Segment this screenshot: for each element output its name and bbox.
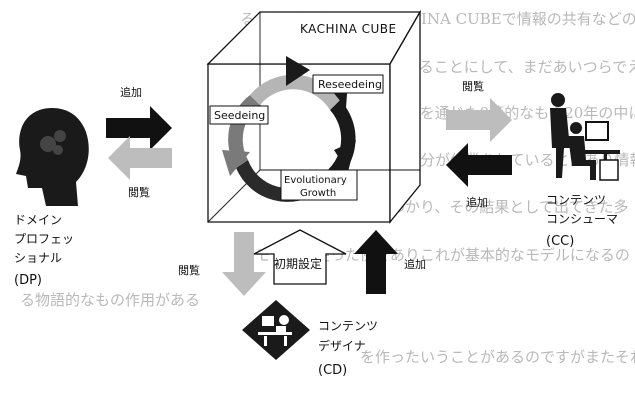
domain-professional-head-icon: [16, 108, 89, 206]
cube-title: KACHINA CUBE: [300, 22, 397, 36]
seeding-box: [209, 105, 269, 125]
cd-view-label: 閲覧: [178, 263, 200, 277]
cd-view-arrow: [222, 232, 266, 296]
dp-name-line1: ドメイン: [14, 213, 62, 227]
cycle-arrowhead-top: [286, 56, 310, 86]
cd-name-line2: デザイナ: [318, 338, 366, 353]
cd-init-arrow: [253, 229, 347, 285]
cc-name-line2: コンシューマ: [546, 212, 618, 226]
cycle-arrowhead-right: [334, 140, 356, 172]
bg-line: を作ったいうことがあるのですがまたそれに関してこのよう: [360, 348, 635, 366]
seeding-label: Seedeing: [214, 109, 265, 122]
cc-view-label: 閲覧: [462, 79, 484, 93]
reseeding-box: [312, 74, 384, 94]
cc-view-arrow: [446, 98, 512, 142]
dp-view-label: 閲覧: [128, 185, 150, 199]
cd-add-label: 追加: [404, 257, 426, 271]
cc-abbr: (CC): [546, 234, 574, 249]
dp-view-arrow: [108, 136, 172, 180]
reseeding-label: Reseedeing: [318, 78, 382, 91]
cd-abbr: (CD): [318, 363, 347, 378]
dp-add-label: 追加: [120, 85, 142, 99]
dp-add-arrow: [106, 106, 172, 150]
cycle-arrowhead-left: [222, 150, 250, 176]
cd-add-arrow: [354, 230, 398, 294]
growth-box: [280, 169, 358, 201]
growth-label-line2: Growth: [300, 188, 336, 199]
cd-name-line1: コンテンツ: [318, 319, 378, 333]
growth-label-line1: Evolutionary: [284, 175, 347, 186]
evolution-cycle: [209, 56, 384, 202]
bg-line: る物語的なもの作用がある: [20, 291, 200, 309]
dp-name-line2: プロフェッ: [14, 232, 74, 246]
content-designer-icon: [242, 300, 310, 360]
dp-abbr: (DP): [14, 273, 42, 288]
content-consumer-icon: [550, 93, 620, 181]
cc-add-label: 追加: [466, 195, 488, 209]
cc-name-line1: コンテンツ: [546, 193, 606, 207]
cd-init-label: 初期設定: [274, 256, 322, 271]
cube-side-face: [389, 9, 421, 224]
cc-add-arrow: [446, 143, 512, 187]
dp-name-line3: ショナル: [14, 251, 62, 265]
